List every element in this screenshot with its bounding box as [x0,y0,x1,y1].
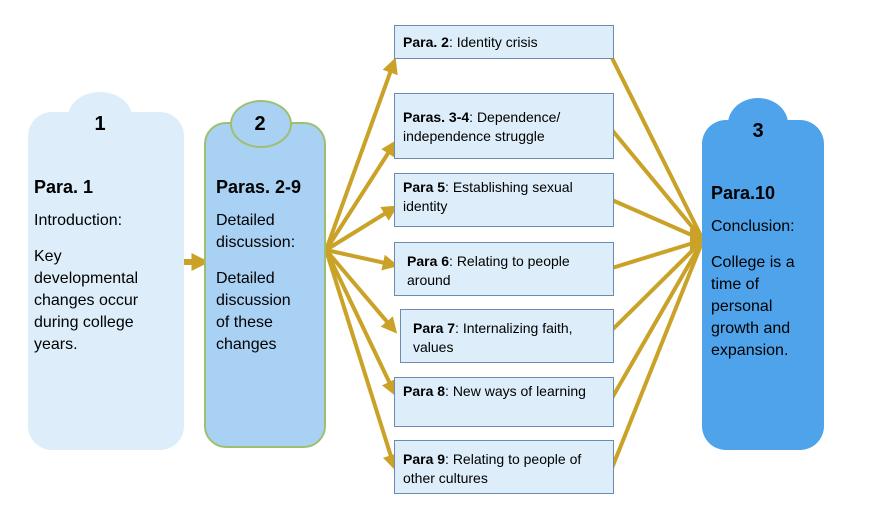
body-heading: Paras. 2-9 [216,177,302,197]
arrow-from-para8 [610,239,705,399]
para-box-2: Para. 2: Identity crisis [394,25,614,59]
arrow-from-para2 [610,57,705,241]
arrow-to-para6 [325,248,399,271]
arrow-from-para9 [610,239,705,469]
body-text: Detailed discussion of these changes [216,270,291,353]
arrow-to-para7 [324,248,398,334]
col2-bump [230,100,292,148]
body-number: 2 [254,113,266,135]
para-box-5: Para 5: Establishing sexual identity [394,173,614,227]
para-box-6: Para 6: Relating to people around [394,242,614,296]
body-subheading: Detailed discussion: [216,212,296,251]
conclusion-arrowhead [690,228,708,252]
arrow-to-para8 [324,249,397,397]
para-box-7: Para 7: Internalizing faith, values [400,309,614,363]
intro-heading: Para. 1 [34,177,94,197]
para-box-9: Para 9: Relating to people of other cult… [394,440,614,494]
body-column [204,122,326,448]
arrow-to-para9 [324,249,399,471]
arrow-from-para7 [610,238,705,332]
arrow-to-para5 [324,205,399,252]
para-box-8: Para 8: New ways of learning [394,377,614,427]
conclusion-column [702,120,824,450]
intro-number: 1 [94,113,106,135]
conclusion-heading: Para.10 [711,183,776,203]
intro-subheading: Introduction: [34,212,123,229]
conclusion-number: 3 [752,120,764,142]
arrow-from-para5 [611,198,704,242]
arrow-to-para3-4 [324,139,397,252]
para-box-3-4: Paras. 3-4: Dependence/ independence str… [394,93,614,159]
conclusion-body: College is a time of personal growth and… [711,254,795,359]
intro-column [28,112,184,450]
conclusion-subheading: Conclusion: [711,218,795,235]
intro-body: Key developmental changes occur during c… [34,248,139,353]
arrow-from-para6 [611,238,704,270]
arrow-from-para3-4 [610,128,705,242]
arrow-to-para2 [324,57,398,251]
